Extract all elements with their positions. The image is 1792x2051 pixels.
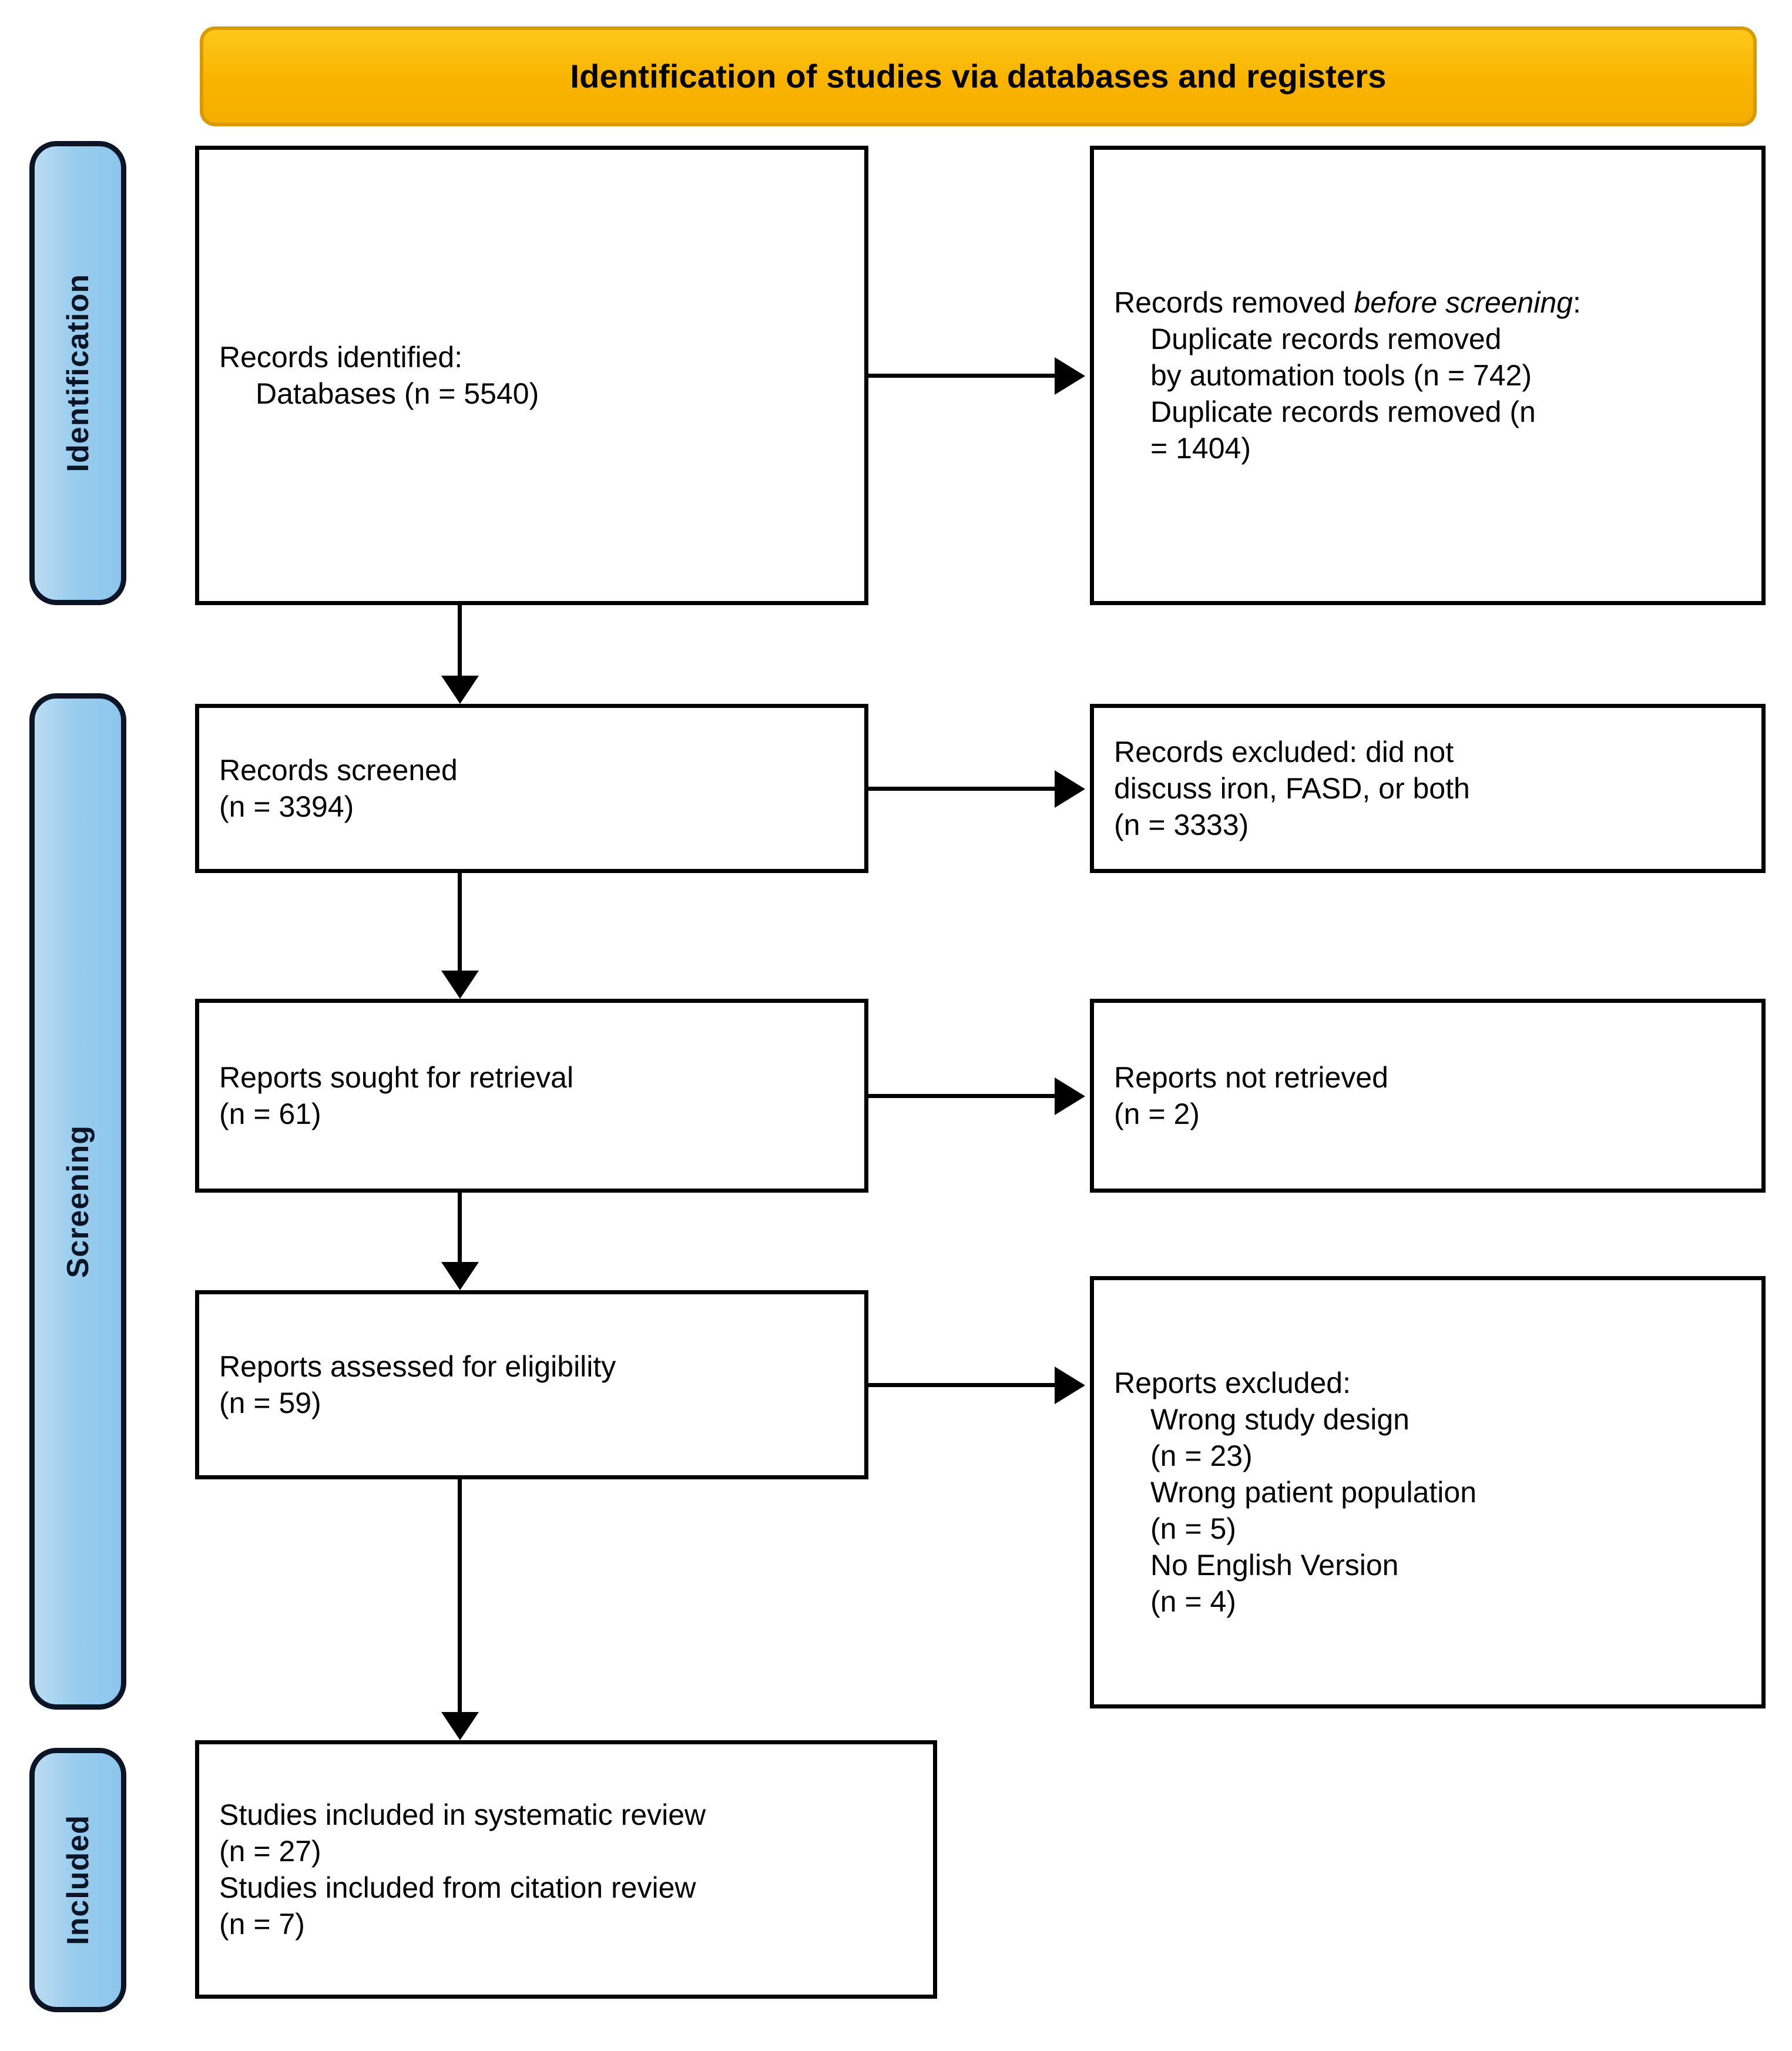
arrow-screened-to-excluded-head <box>1055 770 1085 808</box>
arrow-sought-to-not-retrieved <box>868 1094 1056 1098</box>
box-records-screened: Records screened (n = 3394) <box>195 704 868 873</box>
arrow-sought-to-not-retrieved-head <box>1055 1077 1085 1115</box>
arrow-screened-to-sought <box>458 873 462 971</box>
reports-excluded-line-1: Reports excluded: <box>1114 1367 1351 1399</box>
box-reports-sought-for-retrieval: Reports sought for retrieval (n = 61) <box>195 999 868 1193</box>
box-reports-not-retrieved: Reports not retrieved (n = 2) <box>1090 999 1766 1193</box>
records-excluded-line-1: Records excluded: did not <box>1114 736 1454 768</box>
stage-label-included-text: Included <box>61 1815 95 1945</box>
reports-assessed-line-1: Reports assessed for eligibility <box>219 1350 616 1383</box>
diagram-title: Identification of studies via databases … <box>570 58 1387 95</box>
records-removed-line-1-prefix: Records removed <box>1114 286 1354 319</box>
records-removed-line-4: Duplicate records removed (n <box>1150 395 1536 428</box>
reports-not-retrieved-line-1: Reports not retrieved <box>1114 1061 1388 1094</box>
records-removed-line-5: = 1404) <box>1150 432 1251 465</box>
records-excluded-line-3: (n = 3333) <box>1114 808 1249 841</box>
arrow-identified-to-removed-head <box>1055 357 1085 395</box>
stage-label-screening: Screening <box>29 693 126 1710</box>
box-reports-assessed-for-eligibility: Reports assessed for eligibility (n = 59… <box>195 1290 868 1479</box>
arrow-assessed-to-reports-excluded-head <box>1055 1367 1085 1404</box>
stage-label-identification-text: Identification <box>61 274 95 472</box>
arrow-screened-to-sought-head <box>441 971 479 999</box>
records-removed-line-2: Duplicate records removed <box>1150 323 1502 355</box>
reports-excluded-line-5: (n = 5) <box>1150 1512 1236 1545</box>
arrow-sought-to-assessed-head <box>441 1262 479 1290</box>
records-removed-line-3: by automation tools (n = 742) <box>1150 359 1532 392</box>
box-reports-excluded: Reports excluded: Wrong study design (n … <box>1090 1276 1766 1708</box>
records-removed-line-1-suffix: : <box>1572 286 1581 319</box>
studies-included-line-2: (n = 27) <box>219 1835 321 1868</box>
records-identified-line-2: Databases (n = 5540) <box>256 377 539 410</box>
arrow-assessed-to-reports-excluded <box>868 1383 1056 1387</box>
reports-sought-line-1: Reports sought for retrieval <box>219 1061 574 1094</box>
reports-excluded-line-7: (n = 4) <box>1150 1585 1236 1618</box>
box-records-identified: Records identified: Databases (n = 5540) <box>195 146 868 605</box>
diagram-header-banner: Identification of studies via databases … <box>200 26 1757 126</box>
arrow-sought-to-assessed <box>458 1193 462 1262</box>
records-excluded-line-2: discuss iron, FASD, or both <box>1114 772 1470 805</box>
arrow-identified-to-screened <box>458 605 462 677</box>
box-records-removed-before-screening: Records removed before screening: Duplic… <box>1090 146 1766 605</box>
records-screened-line-1: Records screened <box>219 754 458 787</box>
arrow-assessed-to-included-head <box>441 1712 479 1740</box>
reports-assessed-line-2: (n = 59) <box>219 1387 321 1419</box>
studies-included-line-4: (n = 7) <box>219 1908 305 1941</box>
reports-excluded-line-2: Wrong study design <box>1150 1403 1410 1436</box>
arrow-screened-to-excluded <box>868 787 1056 791</box>
arrow-identified-to-screened-head <box>441 676 479 704</box>
reports-sought-line-2: (n = 61) <box>219 1097 321 1130</box>
studies-included-line-3: Studies included from citation review <box>219 1871 696 1904</box>
reports-excluded-line-6: No English Version <box>1150 1549 1399 1582</box>
stage-label-included: Included <box>29 1748 126 2012</box>
reports-excluded-line-3: (n = 23) <box>1150 1439 1253 1472</box>
studies-included-line-1: Studies included in systematic review <box>219 1798 706 1831</box>
reports-not-retrieved-line-2: (n = 2) <box>1114 1097 1200 1130</box>
arrow-identified-to-removed <box>868 374 1056 378</box>
stage-label-screening-text: Screening <box>61 1124 95 1278</box>
records-removed-line-1-italic: before screening <box>1354 286 1573 319</box>
reports-excluded-line-4: Wrong patient population <box>1150 1476 1477 1509</box>
arrow-assessed-to-included <box>458 1479 462 1712</box>
records-identified-line-1: Records identified: <box>219 341 463 374</box>
box-records-excluded: Records excluded: did not discuss iron, … <box>1090 704 1766 873</box>
records-screened-line-2: (n = 3394) <box>219 790 354 823</box>
box-studies-included: Studies included in systematic review (n… <box>195 1740 937 1999</box>
stage-label-identification: Identification <box>29 141 126 605</box>
